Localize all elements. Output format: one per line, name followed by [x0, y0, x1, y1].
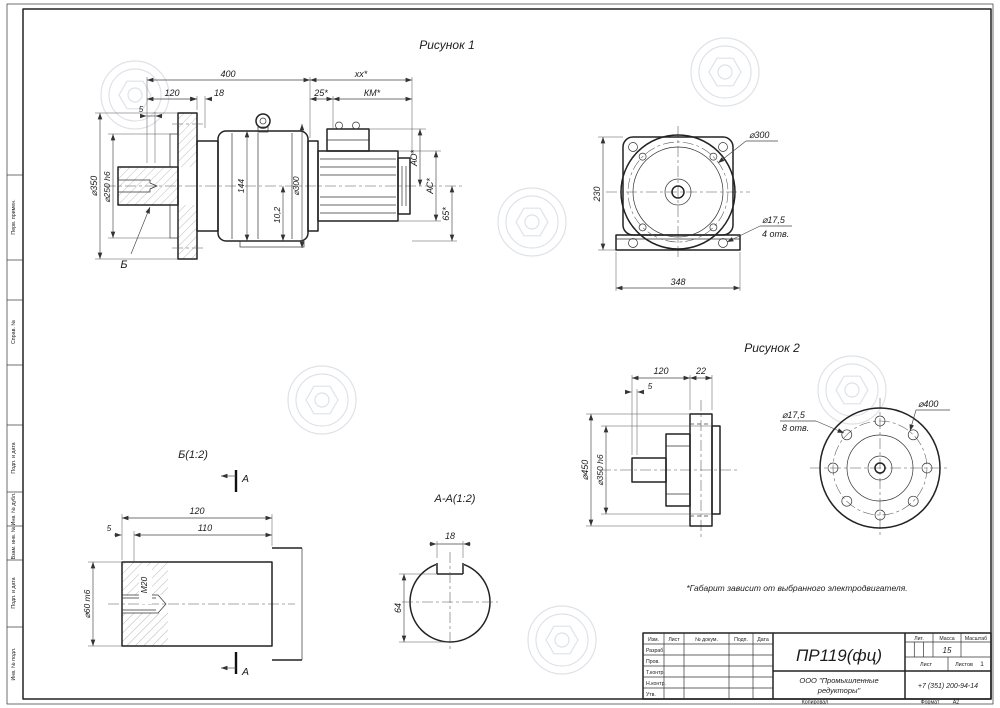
dim-label: ⌀250 h6 — [102, 171, 112, 202]
frame-label: Справ. № — [11, 320, 17, 344]
figure2-side-view: Рисунок 2 120 22 5 ⌀450 ⌀350 h6 — [580, 341, 800, 540]
tb-col-izm: Изм. — [648, 637, 659, 643]
dim-label: 5 — [107, 524, 112, 533]
footnote: *Габарит зависит от выбранного электродв… — [686, 583, 907, 593]
watermark-logo-icon — [817, 355, 887, 425]
tb-phone: +7 (351) 200-94-14 — [918, 683, 978, 690]
dim-label: 110 — [198, 523, 212, 533]
dim-label: 120 — [189, 506, 204, 516]
dim-label: АС* — [425, 178, 435, 195]
dim-label: ⌀300 — [291, 176, 301, 196]
dim-label: ⌀450 — [580, 460, 590, 480]
section-aa-view: А-А(1:2) 18 64 — [393, 493, 498, 650]
dim-label: ⌀60 m6 — [82, 589, 92, 618]
figure2-front-view: ⌀17,5 8 отв. ⌀400 — [780, 398, 950, 538]
tb-massa-value: 15 — [943, 646, 952, 655]
section-aa-title: А-А(1:2) — [434, 493, 476, 505]
dim-label: 120 — [653, 366, 668, 376]
tb-row-utv: Утв. — [646, 692, 656, 698]
dim-label: М20 — [139, 576, 149, 593]
dim-label: 25* — [313, 88, 328, 98]
tb-row-prov: Пров. — [646, 659, 660, 665]
figure1-front-view: 230 348 ⌀300 ⌀17,5 4 отв. — [592, 126, 792, 291]
format-value: А2 — [953, 700, 960, 706]
dim-label: ⌀17,5 — [782, 410, 806, 420]
dim-label: 64 — [393, 603, 403, 613]
tb-list-label: Лист — [920, 662, 932, 668]
tb-company-line1: ООО "Промышленные — [799, 676, 878, 685]
figure1-side-view: Рисунок 1 — [89, 38, 475, 271]
watermark-logo-icon — [527, 605, 597, 675]
dim-label: 8 отв. — [782, 423, 809, 433]
frame-label: Инв. № дубл. — [11, 493, 17, 526]
detail-view-label: Б — [120, 259, 127, 271]
kopiroval-label: Копировал — [802, 700, 829, 706]
dim-label: ⌀17,5 — [762, 215, 786, 225]
detail-b-title: Б(1:2) — [178, 449, 208, 461]
dim-label: ⌀400 — [918, 399, 938, 409]
frame-label: Подп. и дата — [11, 442, 17, 473]
dim-label: 348 — [670, 277, 685, 287]
watermark-logo-icon — [690, 37, 760, 107]
tb-masshtab-label: Масштаб — [965, 636, 987, 642]
dim-label: 230 — [592, 186, 602, 202]
tb-massa-label: Масса — [939, 636, 954, 642]
tb-row-nkontr: Н.контр. — [646, 681, 666, 687]
section-label: А — [241, 473, 249, 485]
tb-lit-label: Лит. — [914, 636, 924, 642]
dim-label: 400 — [220, 69, 235, 79]
dim-label: 120 — [164, 88, 179, 98]
tb-listov-value: 1 — [980, 661, 984, 668]
frame-label: Подп. и дата — [11, 577, 17, 608]
bottom-margin: Копировал Формат А2 — [802, 700, 960, 706]
tb-company-line2: редукторы" — [817, 686, 861, 695]
dim-label: 10,2 — [272, 206, 282, 223]
dim-label: 4 отв. — [762, 229, 789, 239]
tb-col-ndok: № докум. — [695, 637, 718, 643]
watermark-logo-icon — [287, 365, 357, 435]
watermark-logo-icon — [497, 187, 567, 257]
frame-label: Инв. № подл. — [11, 648, 17, 681]
dim-label: xx* — [354, 69, 368, 79]
title-block: Изм. Лист № докум. Подп. Дата Разраб. Пр… — [642, 632, 992, 700]
dim-label: АО* — [409, 150, 419, 167]
tb-row-tkontr: Т.контр. — [646, 670, 665, 676]
dim-label: КМ* — [364, 88, 381, 98]
section-label: А — [241, 666, 249, 678]
tb-doc-number: ПР119(фц) — [796, 646, 882, 665]
watermark-logo-icon — [100, 60, 170, 130]
tb-col-podp: Подп. — [734, 637, 748, 643]
figure2-title: Рисунок 2 — [744, 341, 800, 355]
dim-label: 144 — [236, 179, 246, 193]
tb-col-list: Лист — [668, 637, 680, 643]
frame-label: Перв. примен. — [11, 199, 17, 234]
dim-label: 65* — [441, 207, 451, 221]
tb-col-data: Дата — [757, 637, 769, 643]
format-label: Формат — [921, 700, 940, 706]
dim-label: ⌀350 h6 — [595, 454, 605, 485]
sheet-frame: Перв. примен. Справ. № Подп. и дата Инв.… — [6, 3, 994, 705]
dim-label: 5 — [139, 105, 144, 114]
figure1-title: Рисунок 1 — [419, 38, 475, 52]
dim-label: ⌀350 — [89, 176, 99, 196]
dim-label: 22 — [695, 366, 706, 376]
detail-b-view: Б(1:2) А А 120 110 5 ⌀60 m6 М20 — [82, 449, 303, 678]
dim-label: ⌀300 — [749, 130, 769, 140]
tb-row-razrab: Разраб. — [646, 648, 665, 654]
frame-label: Взам. инв. № — [11, 526, 17, 559]
tb-listov-label: Листов — [955, 662, 973, 668]
dim-label: 18 — [445, 531, 455, 541]
dim-label: 5 — [648, 382, 653, 391]
dim-label: 18 — [214, 88, 224, 98]
